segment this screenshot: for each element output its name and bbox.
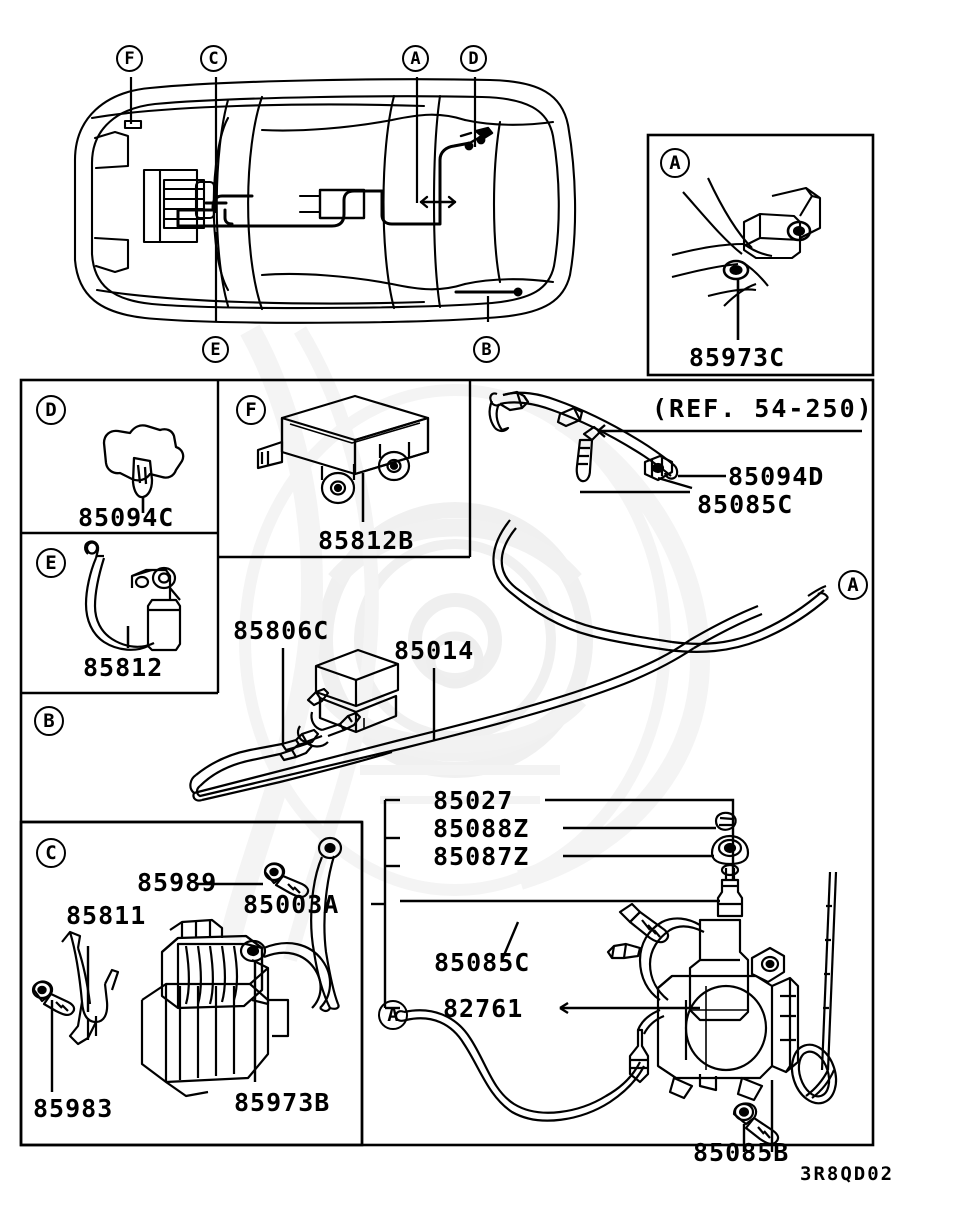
- label-85085C-ref: 85085C: [697, 490, 794, 519]
- label-85811: 85811: [66, 901, 147, 930]
- label-85812B: 85812B: [318, 526, 415, 555]
- panel-d-artwork: [102, 424, 185, 513]
- motor-leader-lines: [371, 798, 774, 1152]
- background-watermark: [219, 324, 711, 962]
- callout-marker-c-top: C: [200, 45, 227, 72]
- main-frame: [19, 378, 875, 1147]
- label-85094C: 85094C: [78, 503, 175, 532]
- label-85989: 85989: [137, 868, 218, 897]
- label-85812: 85812: [83, 653, 164, 682]
- label-85003A: 85003A: [243, 890, 340, 919]
- callout-letter: A: [387, 1004, 399, 1026]
- label-85088Z: 85088Z: [433, 814, 530, 843]
- panel-marker-f: F: [236, 395, 266, 425]
- panel-marker-c: C: [36, 838, 66, 868]
- callout-marker-b-top: B: [473, 336, 500, 363]
- panel-b-artwork: [189, 604, 763, 802]
- panel-marker-b: B: [34, 706, 64, 736]
- panel-marker-a: A: [660, 148, 690, 178]
- cable-leader-lines: [281, 648, 436, 744]
- label-85014: 85014: [394, 636, 475, 665]
- callout-letter: B: [481, 339, 492, 360]
- ref-leader-lines: [580, 424, 862, 494]
- callout-letter: D: [468, 48, 479, 69]
- callout-marker-e-top: E: [202, 336, 229, 363]
- label-82761: 82761: [443, 994, 524, 1023]
- panel-c-artwork: [31, 836, 343, 1098]
- label-85094D: 85094D: [728, 462, 825, 491]
- callout-letter: A: [847, 574, 859, 596]
- callout-letter: F: [124, 48, 135, 69]
- callout-marker-a-top: A: [402, 45, 429, 72]
- panel-f-box: [218, 380, 472, 559]
- callout-marker-f-top: F: [116, 45, 143, 72]
- cable-tail-right-a: [807, 584, 827, 597]
- label-85087Z: 85087Z: [433, 842, 530, 871]
- cable-tail-bottom-a: [394, 1009, 645, 1122]
- callout-letter: D: [45, 399, 57, 421]
- panel-marker-e: E: [36, 548, 66, 578]
- drawing-id: 3R8QD02: [800, 1163, 895, 1185]
- antenna-motor-assembly: [606, 811, 838, 1145]
- panel-d-box: [21, 380, 220, 693]
- panel-c-box: [19, 820, 364, 1147]
- panel-e-artwork: [84, 540, 182, 652]
- callout-letter: A: [410, 48, 421, 69]
- panel-marker-d: D: [36, 395, 66, 425]
- label-85806C: 85806C: [233, 616, 330, 645]
- callout-letter: C: [45, 842, 57, 864]
- label-85983: 85983: [33, 1094, 114, 1123]
- label-ref-54-250: (REF. 54-250): [652, 394, 874, 423]
- top-view-leader-lines: [129, 77, 490, 322]
- callout-letter: B: [43, 710, 55, 732]
- panel-a-box: [646, 133, 875, 377]
- callout-letter: A: [669, 152, 681, 174]
- panel-a-artwork: [671, 177, 822, 340]
- cable-marker-a-right: A: [838, 570, 868, 600]
- callout-letter: E: [210, 339, 221, 360]
- cable-marker-a-bottom: A: [378, 1000, 408, 1030]
- callout-marker-d-top: D: [460, 45, 487, 72]
- label-85085C-motor: 85085C: [434, 948, 531, 977]
- car-top-view: [73, 78, 577, 324]
- ref-cable-assembly: [488, 390, 693, 490]
- label-85973C: 85973C: [688, 343, 786, 372]
- callout-letter: C: [208, 48, 219, 69]
- panel-f-artwork: [256, 394, 430, 522]
- callout-letter: F: [245, 399, 257, 421]
- callout-letter: E: [45, 552, 57, 574]
- label-85027: 85027: [433, 786, 514, 815]
- label-85973B: 85973B: [234, 1088, 331, 1117]
- antenna-cable-85014: [492, 519, 829, 653]
- label-85085B: 85085B: [693, 1138, 790, 1167]
